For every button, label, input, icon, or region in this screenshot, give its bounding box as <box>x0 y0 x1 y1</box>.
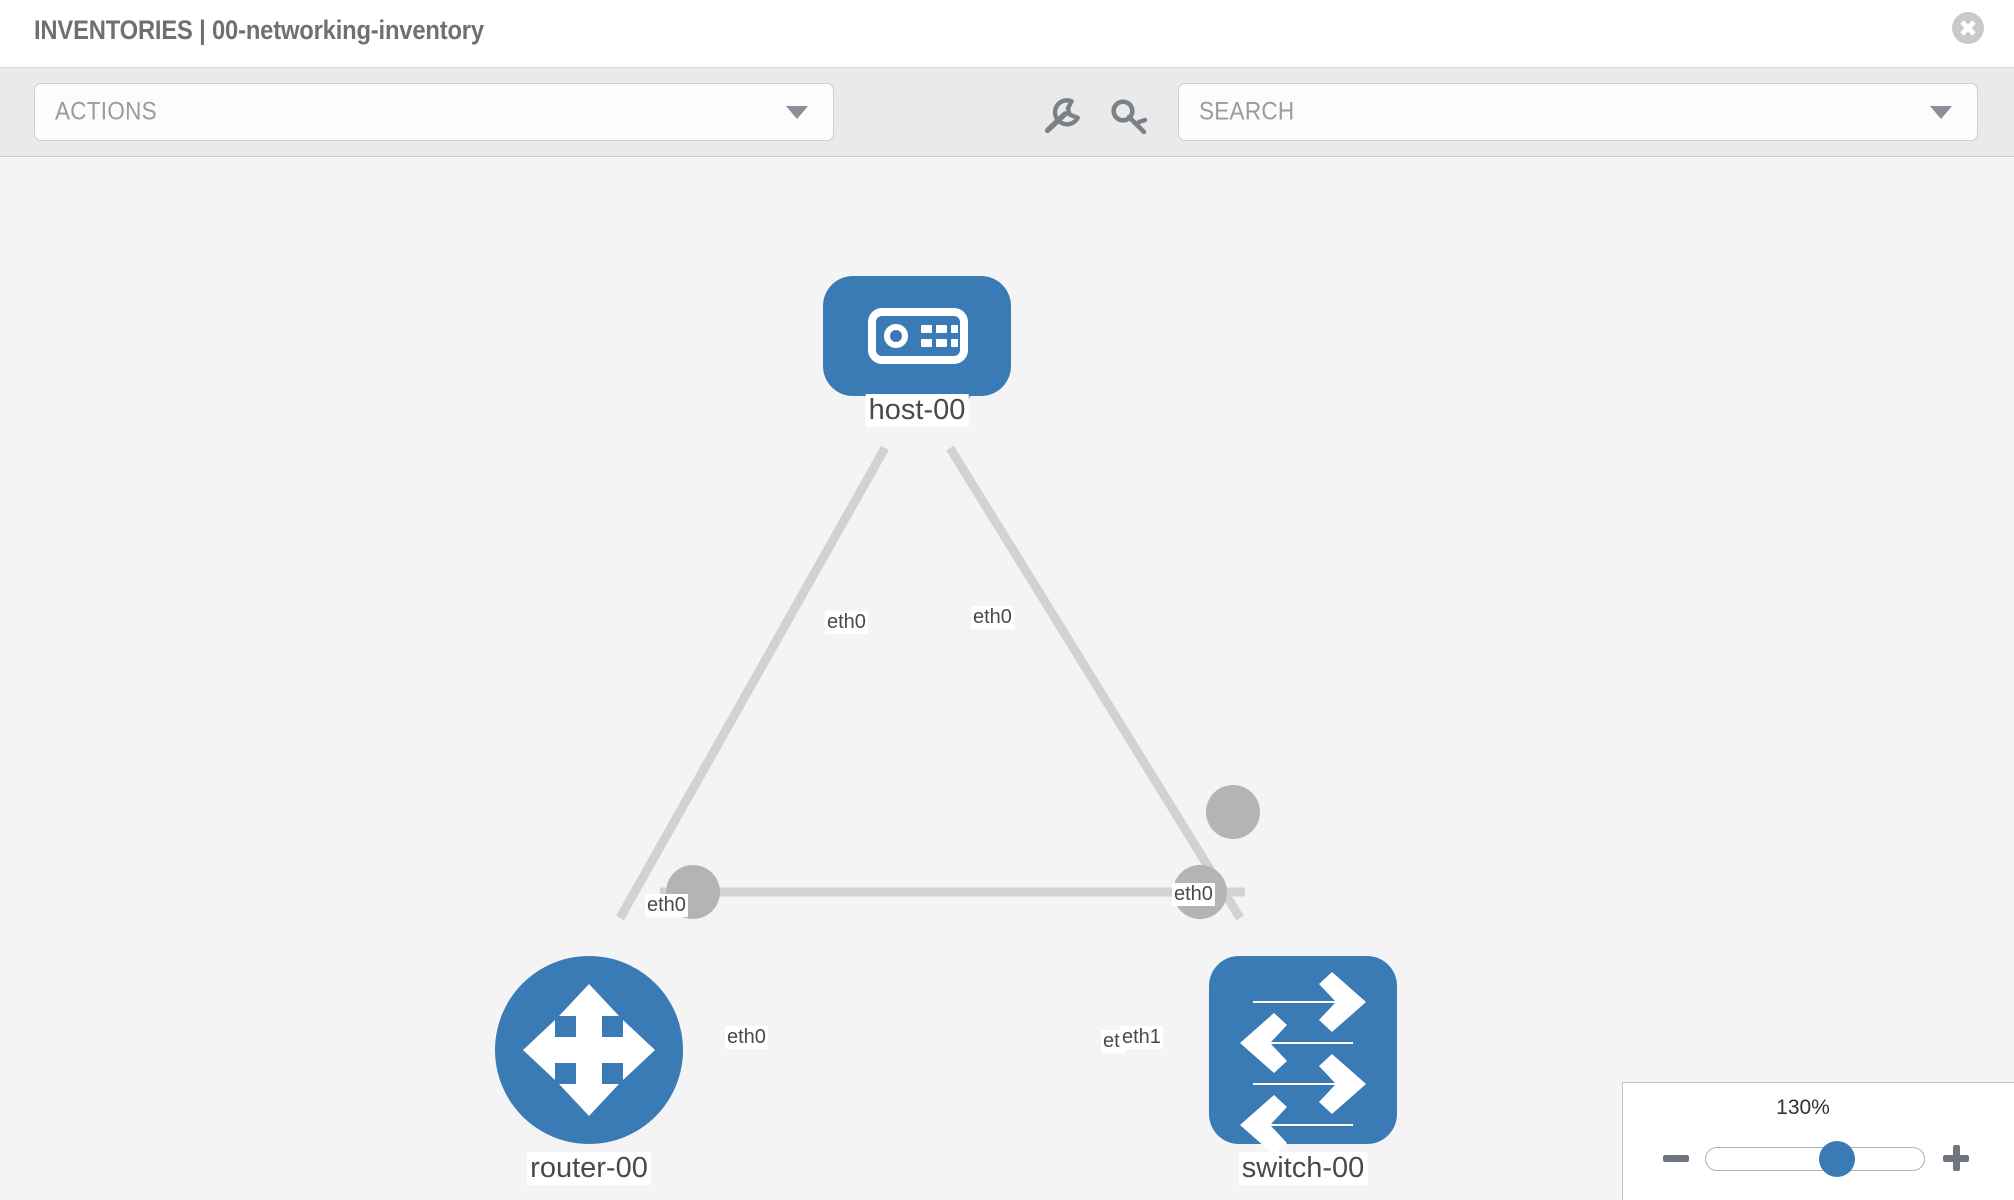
node-router-00 <box>495 956 683 1144</box>
node-label-router-00: router-00 <box>527 1152 651 1185</box>
page-header: INVENTORIES | 00-networking-inventory <box>0 0 2014 68</box>
node-label-switch-00: switch-00 <box>1238 1152 1368 1185</box>
key-icon[interactable] <box>1108 98 1152 135</box>
zoom-out-button[interactable] <box>1663 1145 1689 1171</box>
topology-edges <box>616 445 1245 921</box>
page-title: INVENTORIES | 00-networking-inventory <box>34 15 484 45</box>
router-arrows-icon <box>523 984 655 1116</box>
search-placeholder: SEARCH <box>1199 97 1295 126</box>
edge-label-host-eth0-left: eth0 <box>825 611 868 634</box>
edge-label-router-eth0-uplink: eth0 <box>645 894 688 917</box>
search-input[interactable]: SEARCH <box>1178 83 1978 141</box>
node-host-00 <box>823 276 1011 396</box>
actions-dropdown-label: ACTIONS <box>55 97 157 126</box>
minus-icon <box>1663 1155 1689 1162</box>
wrench-icon[interactable] <box>1040 98 1084 134</box>
topology-canvas[interactable]: host-00 router-00 switch-00 eth0 eth0 et… <box>0 158 2014 1200</box>
zoom-in-button[interactable] <box>1943 1145 1969 1171</box>
edge-label-switch-eth0-truncated: etl <box>1101 1030 1127 1053</box>
zoom-slider[interactable] <box>1705 1141 1925 1177</box>
close-icon[interactable] <box>1952 12 1984 44</box>
topology-ports <box>666 355 1260 919</box>
edge-label-switch-eth0-uplink: eth0 <box>1172 883 1215 906</box>
actions-dropdown[interactable]: ACTIONS <box>34 83 834 141</box>
topology-graph <box>495 276 1397 1155</box>
edge-host-switch <box>946 445 1244 921</box>
node-switch-00 <box>1209 956 1397 1155</box>
edge-label-router-eth0: eth0 <box>725 1026 768 1049</box>
port-switch-top <box>1206 785 1260 839</box>
edge-host-router <box>616 445 889 921</box>
chevron-down-icon <box>1930 106 1952 119</box>
zoom-percent-label: 130% <box>1776 1096 1830 1119</box>
node-label-host-00: host-00 <box>865 394 969 427</box>
edge-label-host-eth0-right: eth0 <box>971 606 1014 629</box>
edge-label-switch-eth1: eth1 <box>1120 1026 1163 1049</box>
chevron-down-icon <box>786 106 808 119</box>
server-appliance-icon <box>868 308 968 364</box>
toolbar: ACTIONS SEARCH <box>0 68 2014 157</box>
switch-arrows-icon <box>1240 972 1366 1155</box>
zoom-control-panel: 130% <box>1622 1082 2014 1200</box>
plus-icon-vertical <box>1953 1145 1960 1171</box>
zoom-slider-thumb[interactable] <box>1818 1141 1855 1177</box>
